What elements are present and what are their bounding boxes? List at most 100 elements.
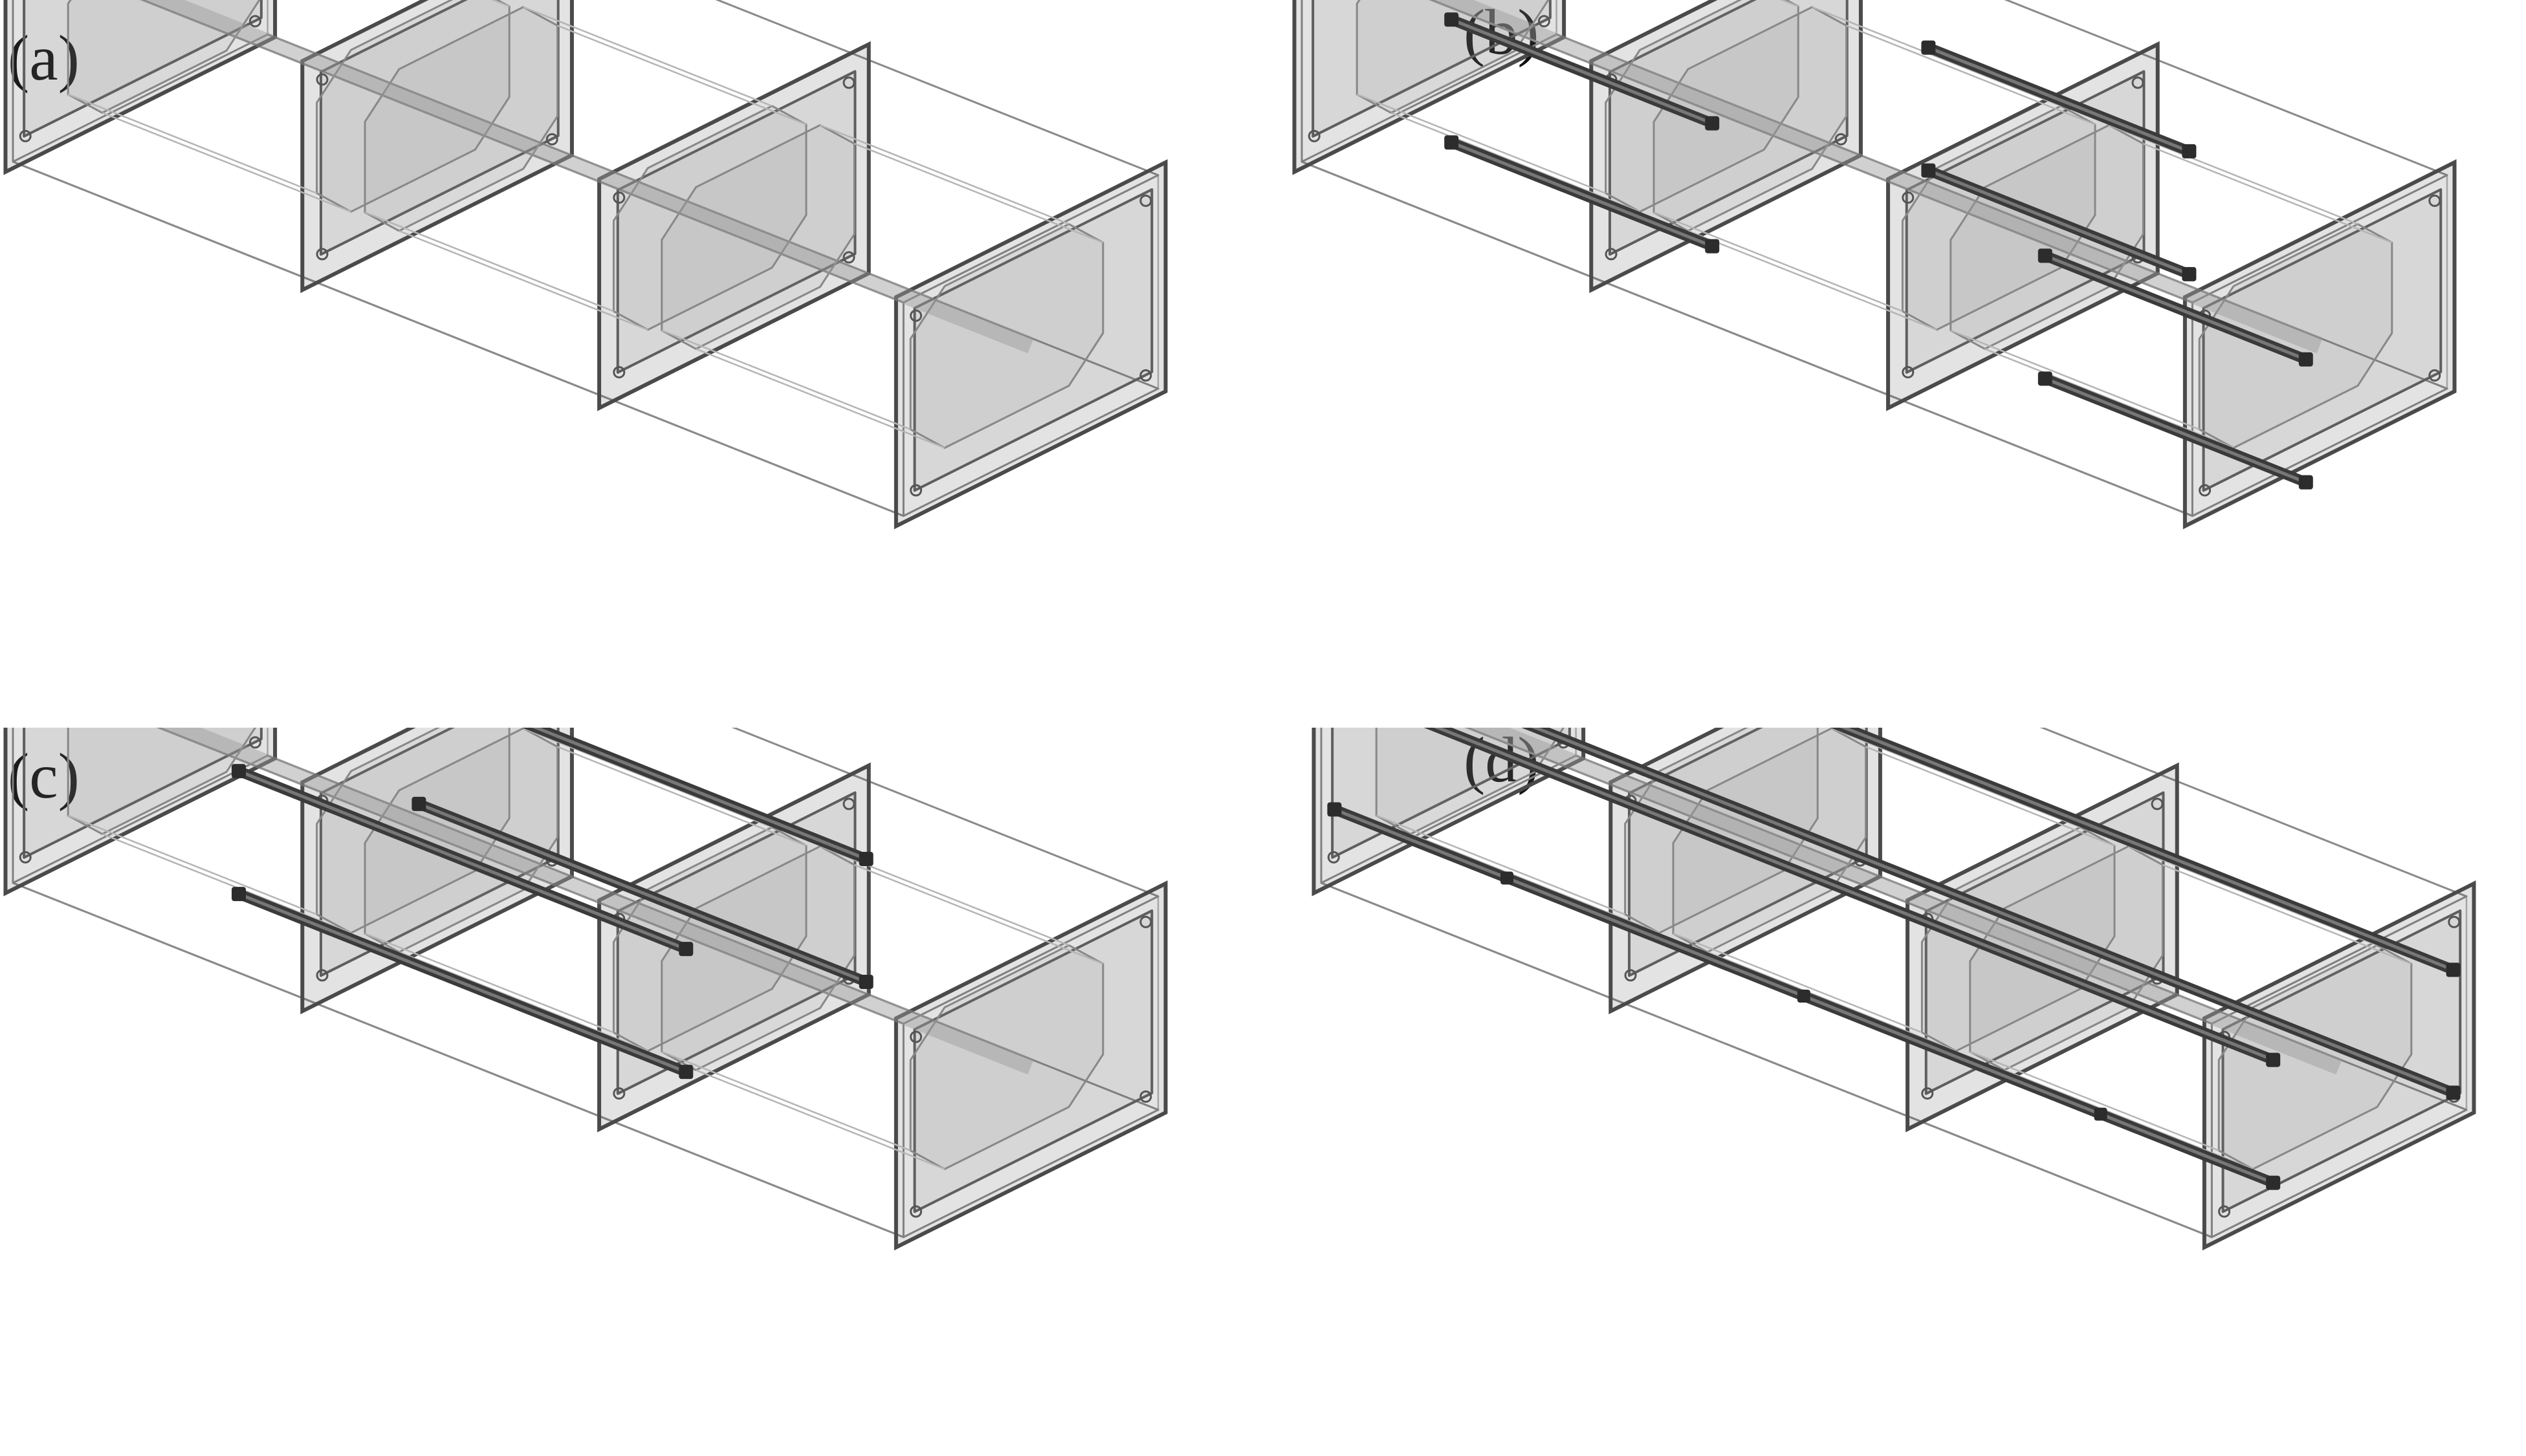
panel-b: (b) [1263,0,2526,728]
tie-rod-short-core [1449,17,1714,125]
cavity-edge [67,814,318,915]
segmented-box-d [1312,728,2476,1251]
cavity-end-1 [67,0,261,114]
cavity-edge [399,951,648,1052]
cavity-end-1 [1356,0,1550,114]
bolt-hole [2151,798,2164,810]
bolt-hole [1139,369,1152,382]
divider-plate-2 [1589,0,1863,294]
tie-rod-long-core [237,769,688,951]
bolt-hole [316,969,329,982]
rod-nut [2298,352,2313,367]
bolt-hole [910,1205,923,1218]
divider-plate-inner-2 [319,0,560,256]
bolt-hole [1902,191,1915,204]
divider-plate-inner-4 [913,909,1154,1213]
divider-plate-inner-4 [2202,188,2443,492]
panel-a: (a) [0,0,1263,728]
cavity-edge [67,93,318,194]
rod-coupler [2094,1107,2107,1121]
rod-nut [1444,135,1459,150]
tie-rod-full-core [1531,728,2455,1094]
cavity-edge [820,124,1070,225]
bolt-hole [1902,365,1915,378]
bolt-hole [1139,1090,1152,1103]
bolt-hole [1327,851,1340,864]
rod-nut [1444,12,1459,27]
bolt-hole [1605,248,1618,261]
cavity-edge [1687,230,1937,331]
cavity-edge [1865,746,2115,847]
diagram-c [3,728,1168,1251]
rod-nut [859,851,873,866]
cavity-edge [1831,728,2081,829]
rod-nut [1327,802,1342,817]
bolt-hole [613,1087,626,1100]
cavity-edge [1356,93,1607,194]
rod-nut [1705,116,1720,131]
panel-d: (d) [1263,728,2526,1455]
cavity-edge [661,329,911,430]
box-front-face [1320,728,2213,1239]
segmented-box-a [3,0,1168,530]
bolt-hole [2199,484,2212,497]
cavity-edge [1707,951,1957,1052]
rod-nut [1921,163,1936,178]
bolt-hole [316,248,329,261]
box-front-face [1301,0,2193,517]
bolt-hole [316,73,329,86]
tie-rod-short-core [1449,140,1714,248]
tie-rod-short-core [2043,254,2308,362]
cavity-edge [102,833,351,934]
rod-nut [1705,239,1720,254]
tie-rod-full-core [1433,728,2275,1062]
rod-coupler [1797,990,1810,1003]
cavity-edge [364,933,614,1034]
cavity-edge [853,142,1104,244]
divider-plate-inner-3 [1905,70,2146,374]
tie-rod-full-core [1840,728,2455,972]
tie-rod-short-core [1926,46,2191,153]
cavity-edge [1390,112,1640,213]
cavity-edge [2142,142,2393,244]
cavity-edge [696,1069,945,1170]
divider-plate-4 [2202,880,2476,1251]
bolt-hole [910,309,923,322]
cavity-edge [399,230,648,331]
cavity-edge [2128,845,2378,946]
bolt-hole [1537,15,1550,28]
cavity-edge [523,6,773,107]
divider-plate-1 [1312,728,1586,896]
bolt-hole [1624,969,1637,982]
rod-nut [2446,1085,2461,1100]
cavity-edge [523,728,773,829]
divider-plate-4 [894,159,1168,530]
cavity-edge [1673,933,1922,1034]
bolt-hole [1139,915,1152,928]
divider-plate-inner-3 [1924,791,2165,1095]
divider-plate-inner-3 [616,70,857,374]
bolt-hole [910,1030,923,1043]
bolt-hole [842,798,855,810]
divider-plate-2 [300,0,574,294]
cavity-edge [1846,25,2096,125]
tie-rod-long-core [417,802,868,984]
rod-nut [679,1065,694,1080]
divider-plate-2 [300,728,574,1015]
rod-nut [2446,962,2461,977]
cavity-edge [1984,348,2234,449]
divider-plate-inner-4 [2221,909,2462,1213]
bolt-hole [1139,194,1152,207]
bolt-hole [842,76,855,89]
cavity-edge [2004,1069,2254,1170]
divider-plate-inner-3 [616,791,857,1095]
rod-nut [412,796,426,811]
cavity-edge [2109,124,2358,225]
divider-plate-4 [894,880,1168,1251]
cavity-edge [102,112,351,213]
tie-rod-long-core [531,728,868,861]
bolt-hole [2218,1205,2231,1218]
center-duct [1428,0,2323,354]
rod-nut [679,942,694,957]
cavity-edge [1653,212,1903,312]
